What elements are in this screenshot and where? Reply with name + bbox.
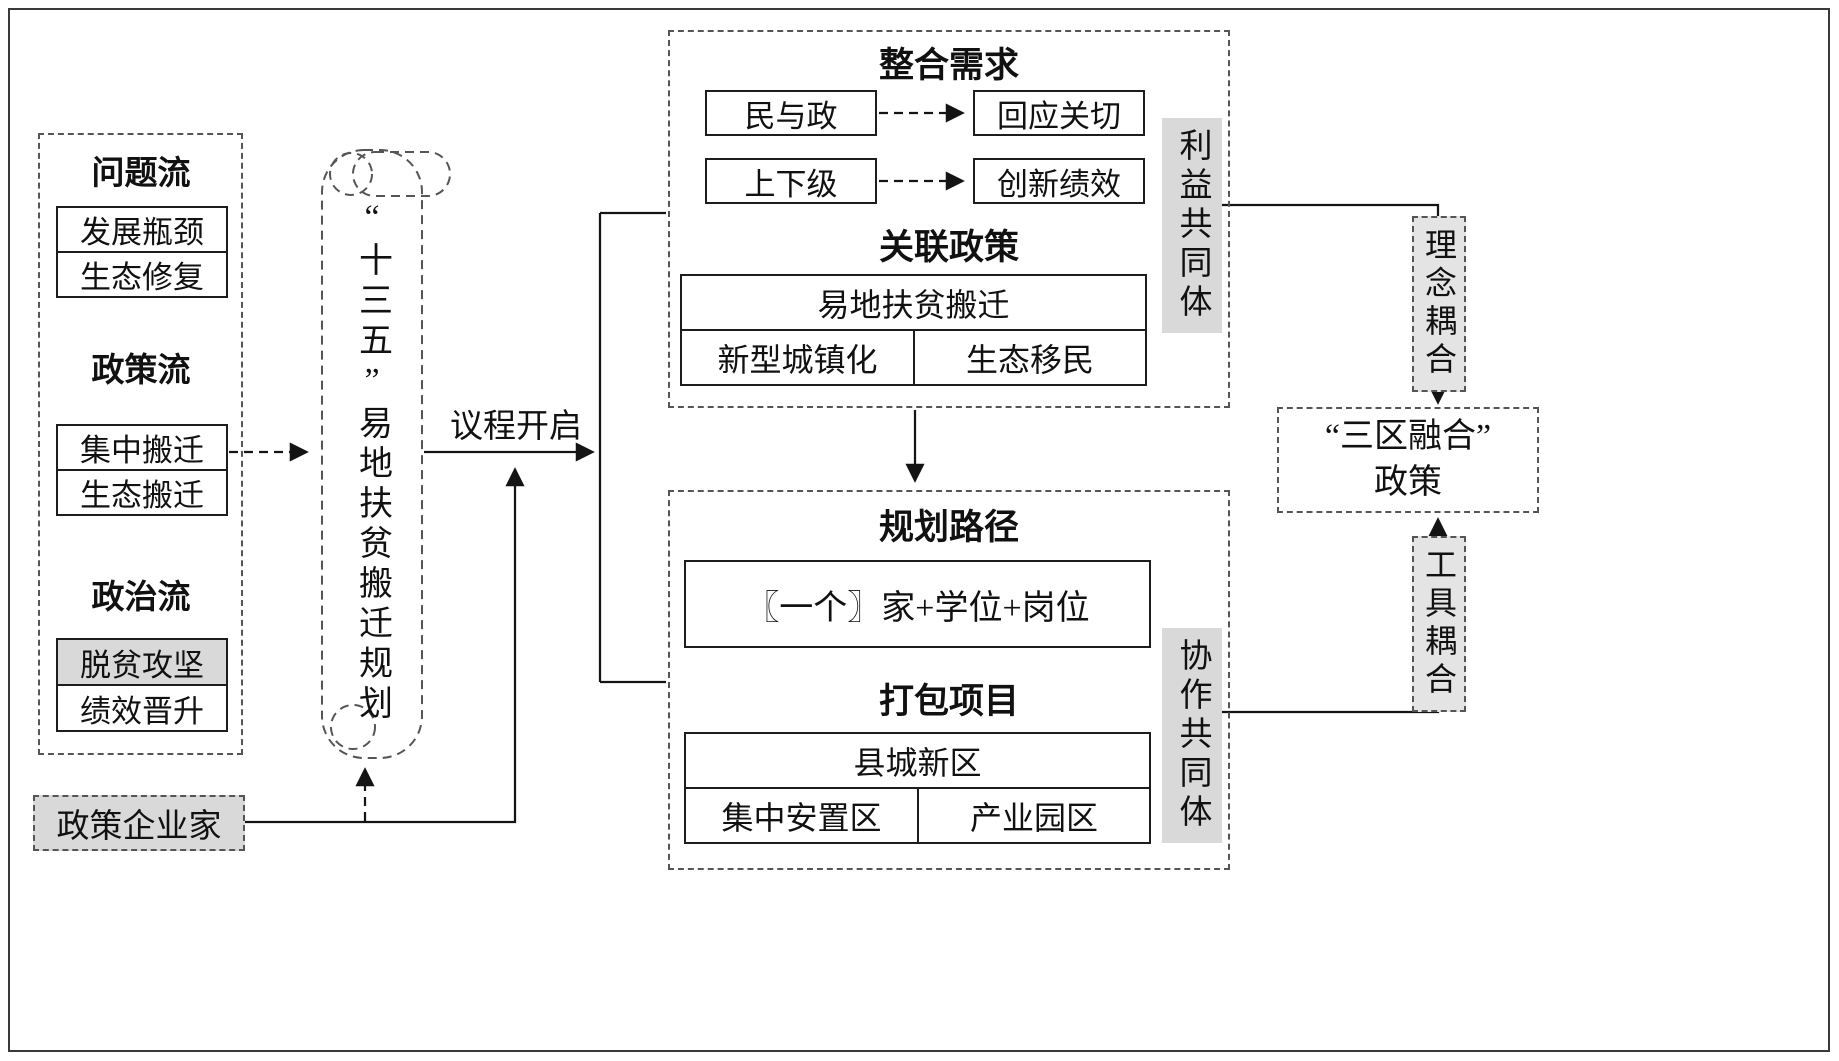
policy-entrepreneur-box: 政策企业家 — [33, 795, 245, 851]
agenda-open-label: 议程开启 — [450, 409, 582, 445]
performance-box: 创新绩效 — [973, 158, 1145, 204]
eco-migration-cell: 生态移民 — [913, 329, 1147, 386]
tool-coupling-label: 工具耦合 — [1412, 536, 1466, 712]
scroll-outline — [321, 149, 451, 759]
planning-title: 规划路径 — [878, 507, 1019, 547]
politics-stream-title: 政治流 — [91, 580, 191, 616]
streams-panel — [38, 133, 243, 755]
industrial-park-cell: 产业园区 — [917, 787, 1151, 844]
package-title: 打包项目 — [878, 681, 1019, 721]
problem-item: 生态修复 — [56, 251, 228, 298]
hierarchy-box: 上下级 — [705, 158, 877, 204]
fusion-policy-box: “三区融合” 政策 — [1277, 407, 1539, 513]
planning-panel — [668, 490, 1230, 870]
scroll-label: “十三五”易地扶贫搬迁规划 — [353, 199, 391, 725]
policy-item: 集中搬迁 — [56, 424, 228, 471]
integration-title: 整合需求 — [878, 45, 1019, 85]
politics-item: 脱贫攻坚 — [56, 638, 228, 686]
politics-item: 绩效晋升 — [56, 684, 228, 732]
policy-item: 生态搬迁 — [56, 469, 228, 516]
integration-panel — [668, 30, 1230, 408]
fusion-policy-line1: “三区融合” — [1324, 418, 1492, 456]
urbanization-cell: 新型城镇化 — [680, 329, 915, 386]
fusion-policy-line2: 政策 — [1374, 464, 1442, 501]
resettlement-area-cell: 集中安置区 — [684, 787, 919, 844]
tool-coupling-arrow — [1222, 517, 1448, 714]
policy-stream-title: 政策流 — [91, 353, 191, 389]
county-new-district-cell: 县城新区 — [684, 732, 1151, 789]
interest-community-label: 利益共同体 — [1162, 118, 1222, 333]
related-policy-title: 关联政策 — [878, 227, 1019, 267]
outer-frame — [8, 8, 1830, 1052]
collaboration-community-label: 协作共同体 — [1162, 628, 1222, 843]
problem-stream-title: 问题流 — [91, 156, 191, 192]
entrepreneur-to-agenda-arrow — [245, 467, 525, 824]
concept-coupling-arrow — [1222, 203, 1448, 405]
concept-coupling-label: 理念耦合 — [1412, 216, 1466, 392]
problem-item: 发展瓶颈 — [56, 206, 228, 253]
demand-source-box: 民与政 — [705, 90, 877, 136]
relocation-policy-cell: 易地扶贫搬迁 — [680, 274, 1147, 331]
demand-response-box: 回应关切 — [973, 90, 1145, 136]
planning-path-box: 〖一个〗家+学位+岗位 — [684, 560, 1151, 648]
